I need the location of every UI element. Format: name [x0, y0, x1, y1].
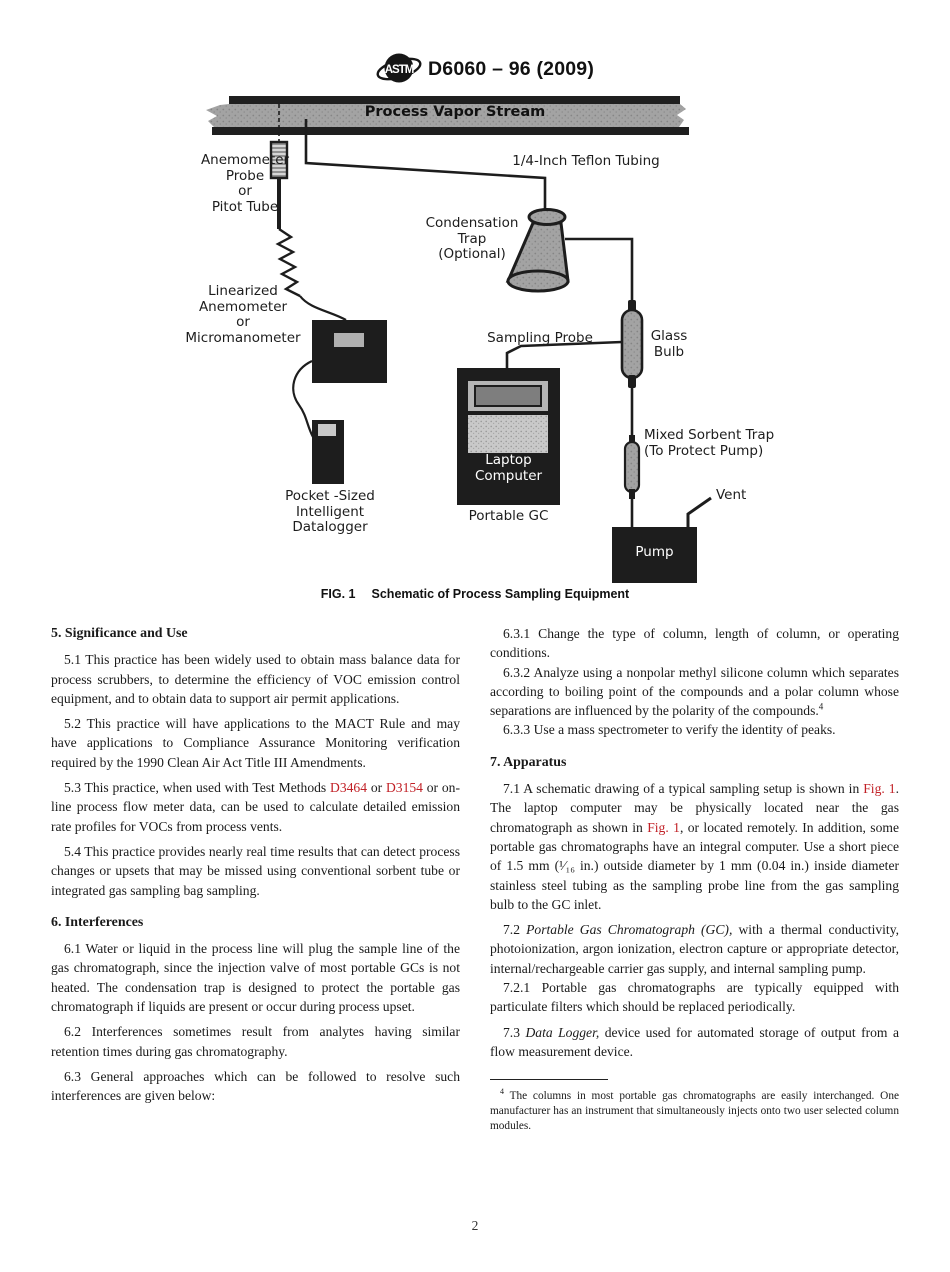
sorbent-trap-shape [623, 435, 641, 528]
text-run: , or located remotely. In addition, some… [490, 819, 899, 912]
teflon-tubing-line [304, 119, 547, 210]
vent-label: Vent [716, 487, 747, 503]
page-number: 2 [471, 1218, 479, 1233]
portable-gc-box [457, 368, 560, 505]
pump-box [612, 527, 697, 583]
text-run: 5.3 This practice, when used with Test M… [64, 780, 331, 796]
paragraph: 7.2.1 Portable gas chromatographs are ty… [490, 978, 899, 1017]
footnote-ref: 4 [818, 701, 824, 712]
text-run: . The laptop computer may be physically … [490, 781, 899, 835]
paragraph: 6.3 General approaches which can be foll… [51, 1067, 460, 1106]
sampling-probe-line [505, 340, 623, 368]
text-run: 5.4 This practice provides nearly real t… [51, 843, 460, 898]
footnote-body: The columns in most portable gas chromat… [490, 1090, 899, 1132]
text-run: with a thermal conductivity, photoioniza… [490, 922, 900, 976]
paragraph: 5.4 This practice provides nearly real t… [51, 842, 460, 900]
footnote-rule [490, 1079, 608, 1081]
text-run: 7.2 [503, 922, 527, 938]
paragraph: 6.1 Water or liquid in the process line … [51, 939, 460, 1016]
text-run: 7.2.1 Portable gas chromatographs are ty… [490, 980, 899, 1015]
paragraph: 6.2 Interferences sometimes result from … [51, 1022, 460, 1061]
ref-link[interactable]: D3154 [385, 780, 423, 796]
section-heading: 5. Significance and Use [51, 626, 188, 641]
text-run: 6.3 General approaches which can be foll… [51, 1068, 460, 1104]
condensation-trap-label: Condensation Trap (Optional) [425, 215, 519, 262]
pump-label: Pump [635, 544, 674, 560]
footnote-block: 4 The columns in most portable gas chrom… [490, 1079, 899, 1133]
process-duct-shape [206, 96, 689, 135]
footnote-marker: 4 [500, 1087, 504, 1097]
linearized-anemometer-label: Linearized Anemometer or Micromanometer [185, 283, 301, 346]
text-run: 7.3 [503, 1024, 526, 1040]
paragraph: 7.1 A schematic drawing of a typical sam… [490, 779, 899, 914]
anemometer-probe-shape [269, 104, 347, 321]
figure-caption: FIG. 1 Schematic of Process Sampling Equi… [0, 587, 950, 601]
sampling-probe-label: Sampling Probe [487, 330, 593, 346]
glass-bulb-shape [620, 300, 644, 442]
text-run: 6.2 Interferences sometimes result from … [51, 1024, 460, 1059]
paragraph: 6.3.3 Use a mass spectrometer to verify … [490, 720, 899, 739]
text-run: 6.3.1 Change the type of column, length … [490, 626, 899, 661]
process-vapor-stream-label: Process Vapor Stream [364, 104, 546, 120]
section-heading: 6. Interferences [51, 914, 144, 930]
text-run: 6.3.3 Use a mass spectrometer to verify … [503, 722, 836, 738]
paragraph: 6.3.2 Analyze using a nonpolar methyl si… [490, 663, 899, 721]
astm-logo-icon: ASTM [376, 46, 422, 92]
figure-1-diagram: Process Vapor Stream Anemometer Probe or… [150, 90, 774, 590]
glass-bulb-label: Glass Bulb [650, 328, 688, 360]
paragraph: 5.1 This practice has been widely used t… [51, 650, 460, 708]
text-run: 5.1 This practice has been widely used t… [51, 652, 460, 706]
text-run: or on-line process flow meter data, can … [51, 780, 461, 834]
left-column: 5. Significance and Use 5.1 This practice… [51, 624, 460, 1134]
ref-link[interactable]: Fig. 1 [863, 781, 896, 797]
italic-term: Portable Gas Chromatograph (GC), [526, 922, 733, 938]
paragraph: 6.3.1 Change the type of column, length … [490, 624, 899, 663]
document-body: 5. Significance and Use 5.1 This practice… [51, 624, 899, 1134]
portable-gc-label: Portable GC [468, 508, 549, 524]
text-run: 7.1 A schematic drawing of a typical sam… [503, 781, 864, 797]
footnote-text: 4 The columns in most portable gas chrom… [490, 1087, 899, 1133]
italic-term: Data Logger, [525, 1024, 600, 1040]
ref-link[interactable]: D3464 [330, 780, 368, 796]
datalogger-label: Pocket -Sized Intelligent Datalogger [285, 488, 375, 535]
text-run: 6.1 Water or liquid in the process line … [51, 941, 460, 1015]
paragraph: 7.2 Portable Gas Chromatograph (GC), wit… [490, 920, 899, 978]
section-heading: 7. Apparatus [490, 754, 567, 770]
text-run: 6.3.2 Analyze using a nonpolar methyl si… [490, 664, 899, 719]
teflon-tubing-label: 1/4-Inch Teflon Tubing [512, 153, 660, 169]
datalogger-box [312, 420, 344, 484]
sorbent-trap-label: Mixed Sorbent Trap (To Protect Pump) [644, 427, 775, 459]
text-run: device used for automated storage of out… [490, 1024, 899, 1059]
text-run: 5.2 This practice will have applications… [51, 716, 460, 770]
paragraph: 5.3 This practice, when used with Test M… [51, 778, 460, 836]
laptop-computer-label: Laptop Computer [474, 452, 543, 484]
flask-to-bulb-line [565, 237, 634, 305]
ref-link[interactable]: Fig. 1 [647, 819, 680, 835]
anemometer-probe-label: Anemometer Probe or Pitot Tube [200, 152, 290, 215]
document-title: D6060 – 96 (2009) [428, 58, 595, 80]
text-run: or [367, 780, 386, 796]
paragraph: 5.2 This practice will have applications… [51, 714, 460, 772]
figure-caption-title: Schematic of Process Sampling Equipment [371, 587, 630, 601]
condensation-trap-shape [505, 208, 570, 293]
figure-caption-label: FIG. 1 [320, 587, 356, 601]
vent-line [686, 496, 712, 527]
astm-logo-text: ASTM [385, 64, 414, 76]
linearized-anemometer-box [292, 320, 387, 438]
paragraph: 7.3 Data Logger, device used for automat… [490, 1023, 899, 1062]
right-column: 6.3.1 Change the type of column, length … [490, 624, 899, 1134]
